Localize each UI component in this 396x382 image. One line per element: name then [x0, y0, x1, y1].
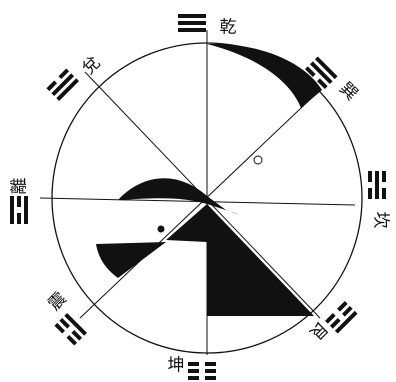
yin-line — [368, 171, 372, 182]
yin-line — [188, 369, 199, 373]
yang-line — [375, 171, 379, 199]
trigram-li — [10, 196, 28, 224]
white-dot — [254, 156, 262, 164]
yang-line — [178, 14, 206, 18]
yang-line — [24, 196, 28, 224]
yang-line — [178, 21, 206, 25]
trigram-qian — [178, 14, 206, 32]
black-regions — [96, 44, 322, 316]
trigram-label-li: 離 — [10, 178, 30, 195]
yin-line — [382, 188, 386, 199]
yin-line — [368, 188, 372, 199]
trigram-label-qian: 乾 — [220, 18, 237, 38]
yin-line — [205, 369, 216, 373]
trigram-label-kan: 坎 — [371, 212, 391, 229]
yang-line — [178, 28, 206, 32]
trigram-label-kun: 坤 — [168, 356, 185, 376]
yin-line — [382, 171, 386, 182]
yin-line — [188, 376, 199, 380]
yin-line — [188, 362, 199, 366]
yang-line — [10, 196, 14, 224]
yin-line — [205, 362, 216, 366]
yin-line — [17, 196, 21, 207]
yin-line — [17, 213, 21, 224]
trigram-label-zhen: 震 — [45, 289, 71, 315]
trigram-kan — [368, 171, 386, 199]
trigram-label-dui: 兌 — [79, 53, 105, 79]
black-dot — [158, 226, 165, 233]
yin-line — [205, 376, 216, 380]
trigram-zhen — [54, 313, 87, 346]
trigram-label-xun: 巽 — [335, 79, 361, 105]
trigram-dui — [46, 68, 79, 101]
trigram-kun — [188, 362, 216, 380]
